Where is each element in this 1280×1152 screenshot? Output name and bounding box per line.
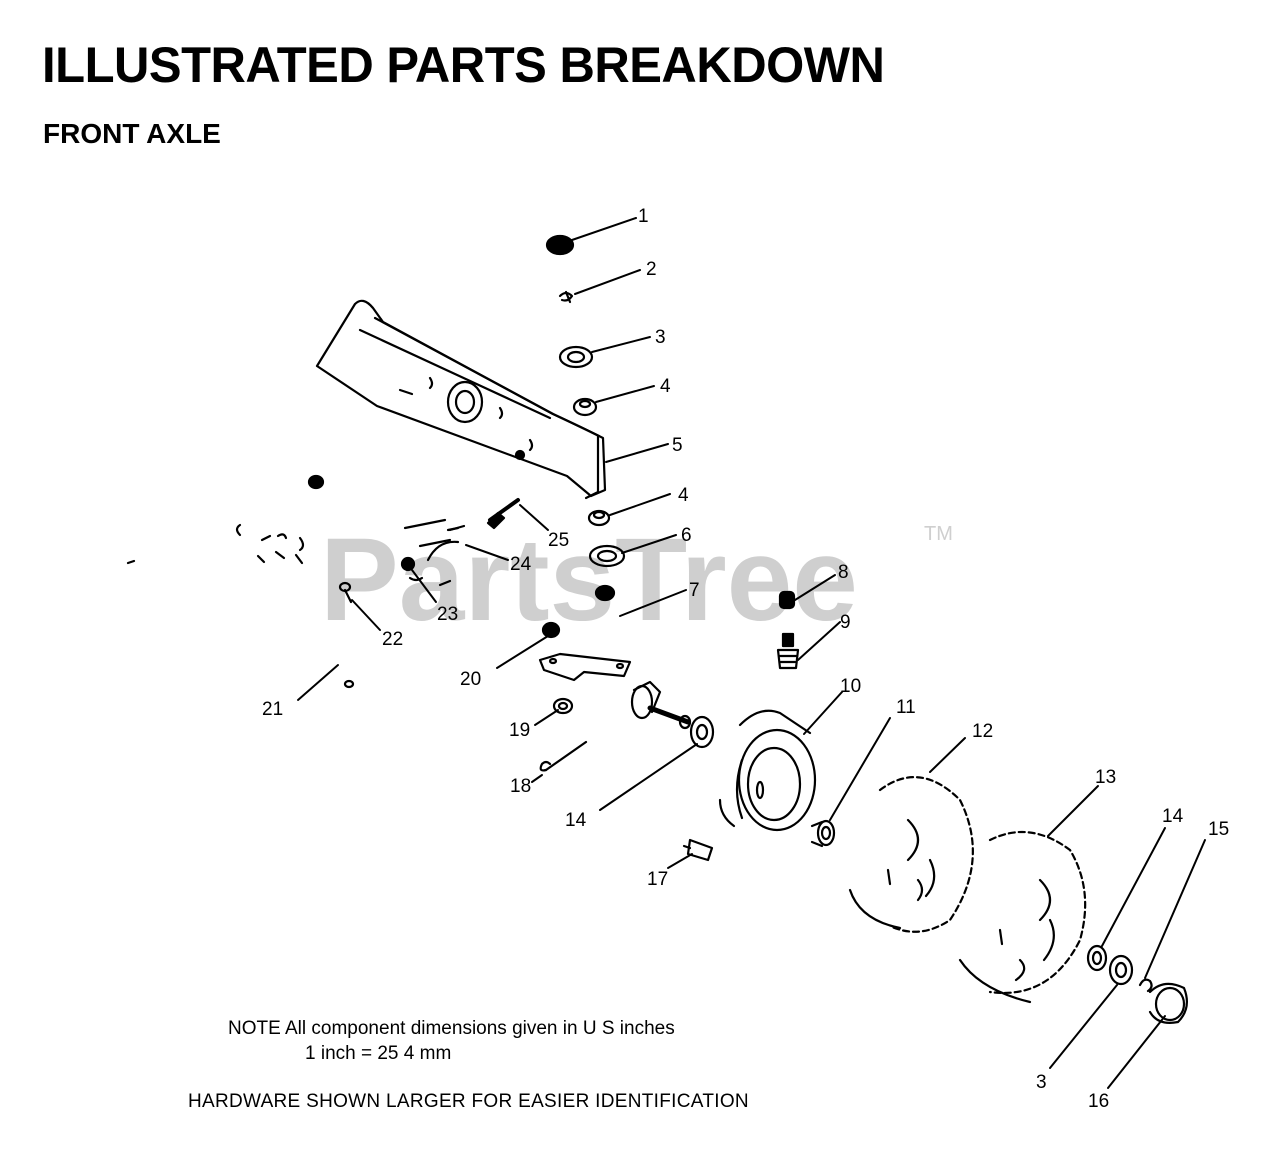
callout-21: 21: [262, 699, 283, 720]
part-bolt-22: [338, 581, 353, 604]
note-conversion: 1 inch = 25 4 mm: [305, 1043, 452, 1064]
callout-19: 19: [509, 720, 530, 741]
note-dimensions: NOTE All component dimensions given in U…: [228, 1018, 675, 1039]
part-washer-19: [552, 697, 574, 715]
leader-lines: [297, 217, 1206, 1089]
callout-3: 3: [655, 327, 666, 348]
callout-24: 24: [510, 554, 532, 575]
callout-23: 23: [437, 604, 458, 625]
part-clip-15: [1138, 978, 1153, 993]
callout-13: 13: [1095, 767, 1116, 788]
callout-15: 15: [1208, 819, 1229, 840]
part-washer-14-a: [689, 715, 715, 749]
part-cap-nut-8: [778, 590, 796, 610]
callout-4-bottom: 4: [678, 485, 689, 506]
callout-18: 18: [510, 776, 531, 797]
part-washer-3: [558, 345, 594, 369]
part-hub-cap-16: [1148, 982, 1189, 1024]
callout-25: 25: [548, 530, 569, 551]
part-valve-stem-17: [682, 838, 714, 862]
part-bushing-4-bottom: [587, 509, 611, 527]
callout-6: 6: [681, 525, 692, 546]
part-cap-20: [541, 621, 561, 639]
part-bushing-4-top: [572, 397, 598, 417]
callout-12: 12: [972, 721, 993, 742]
callout-5: 5: [672, 435, 683, 456]
part-cap-1: [545, 234, 575, 256]
callout-numbers: 1 2 3 4 5 4 6 25 24 23 22 7 8 9 20 21 19…: [262, 206, 1229, 1112]
callout-14-left: 14: [565, 810, 587, 831]
callout-7: 7: [689, 580, 700, 601]
callout-20: 20: [460, 669, 481, 690]
part-washer-3-b: [1108, 954, 1134, 986]
part-fitting-9: [776, 632, 800, 670]
callout-16: 16: [1088, 1091, 1109, 1112]
callout-3-right: 3: [1036, 1072, 1047, 1093]
part-nut-23: [400, 556, 416, 572]
part-tire-13: [958, 830, 1087, 1004]
callout-8: 8: [838, 562, 849, 583]
part-clip-2: [558, 290, 574, 304]
part-pin-24: [426, 526, 460, 562]
part-bearing-11: [810, 819, 836, 848]
part-tire-12: [848, 776, 974, 933]
note-hardware: HARDWARE SHOWN LARGER FOR EASIER IDENTIF…: [188, 1091, 749, 1112]
callout-1: 1: [638, 206, 649, 227]
part-washer-6: [588, 544, 626, 568]
page-subtitle: FRONT AXLE: [43, 118, 221, 149]
callout-9: 9: [840, 612, 851, 633]
part-wheel-rim-10: [718, 709, 817, 832]
callout-17: 17: [647, 869, 668, 890]
part-spindle: [630, 680, 692, 730]
part-nut-21: [343, 679, 355, 689]
part-nut-7: [594, 584, 616, 602]
part-washer-14-b: [1086, 944, 1108, 972]
page-title: ILLUSTRATED PARTS BREAKDOWN: [42, 37, 885, 93]
callout-22: 22: [382, 629, 403, 650]
callout-14-right: 14: [1162, 806, 1184, 827]
watermark-trademark: TM: [924, 523, 953, 545]
part-bolt-25: [486, 498, 520, 530]
part-steering-arm: [538, 652, 632, 682]
part-axle-beam-5: [315, 299, 607, 500]
part-cotter-pin-18: [539, 740, 588, 772]
watermark-text: PartsTree: [320, 514, 858, 646]
callout-4-top: 4: [660, 376, 671, 397]
callout-10: 10: [840, 676, 861, 697]
callout-2: 2: [646, 259, 657, 280]
callout-11: 11: [896, 697, 916, 718]
